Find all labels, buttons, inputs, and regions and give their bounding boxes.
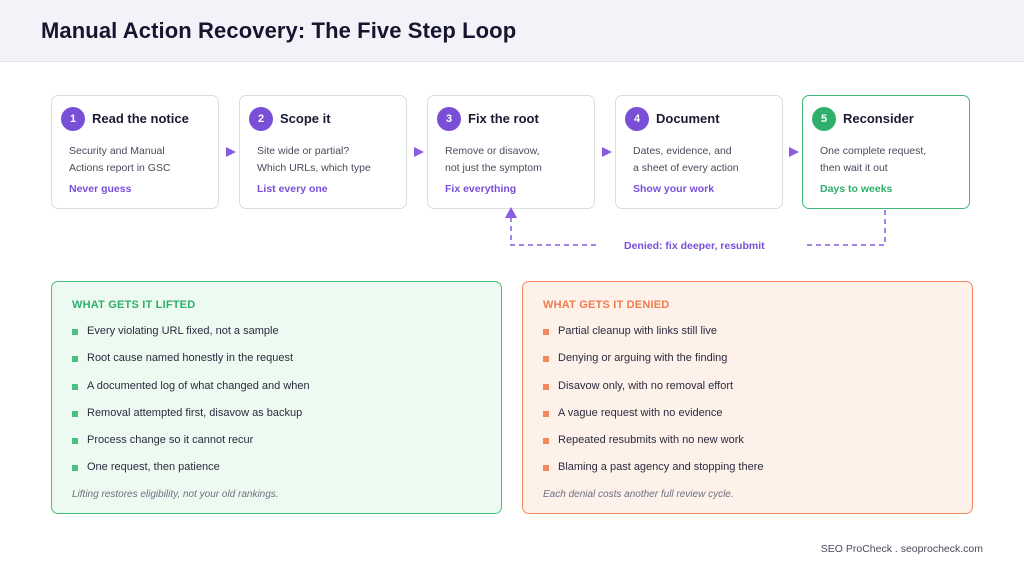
loop-dashed-path-right: [806, 210, 886, 246]
step-description-line: Actions report in GSC: [69, 162, 171, 174]
list-item-text: Every violating URL fixed, not a sample: [87, 325, 279, 337]
list-item-text: Blaming a past agency and stopping there: [558, 461, 764, 474]
list-item-text: Repeated resubmits with no new work: [558, 434, 744, 447]
step-card-reconsider: 5 Reconsider One complete request, then …: [802, 95, 970, 209]
square-bullet-icon: [543, 465, 549, 472]
list-item: Blaming a past agency and stopping there: [543, 458, 763, 485]
denied-list: Partial cleanup with links still live De…: [543, 322, 763, 486]
step-tag: Never guess: [69, 183, 132, 195]
loop-label: Denied: fix deeper, resubmit: [624, 240, 765, 252]
square-bullet-icon: [72, 438, 78, 445]
arrow-right-icon: [602, 147, 612, 157]
page-title: Manual Action Recovery: The Five Step Lo…: [41, 18, 517, 43]
step-description-line: then wait it out: [820, 162, 888, 174]
step-number-badge: 1: [61, 107, 85, 131]
lifted-list: Every violating URL fixed, not a sample …: [72, 322, 310, 486]
step-tag: List every one: [257, 183, 328, 195]
step-card-read-notice: 1 Read the notice Security and Manual Ac…: [51, 95, 219, 209]
square-bullet-icon: [72, 329, 78, 335]
step-description: Site wide or partial? Which URLs, which …: [257, 143, 402, 177]
list-item-text: A documented log of what changed and whe…: [87, 379, 310, 392]
list-item-text: Removal attempted first, disavow as back…: [87, 406, 303, 419]
list-item-text: Denying or arguing with the finding: [558, 352, 728, 365]
list-item: Partial cleanup with links still live: [543, 322, 763, 349]
step-description: One complete request, then wait it out: [820, 143, 965, 177]
arrow-right-icon: [226, 147, 236, 157]
list-item: Disavow only, with no removal effort: [543, 377, 763, 404]
step-tag: Show your work: [633, 183, 715, 195]
list-item: Process change so it cannot recur: [72, 431, 310, 458]
list-item: Repeated resubmits with no new work: [543, 431, 763, 458]
arrow-right-icon: [789, 147, 799, 157]
step-number-badge: 5: [812, 107, 836, 131]
list-item-text: Root cause named honestly in the request: [87, 352, 294, 365]
step-description: Security and Manual Actions report in GS…: [69, 143, 214, 177]
square-bullet-icon: [72, 410, 78, 417]
step-description-line: Dates, evidence, and: [633, 145, 732, 157]
lifted-panel: WHAT GETS IT LIFTED Every violating URL …: [51, 281, 502, 514]
square-bullet-icon: [72, 465, 78, 472]
step-description-line: One complete request,: [820, 145, 927, 157]
step-title: Scope it: [280, 111, 331, 126]
step-description-line: Remove or disavow,: [445, 145, 540, 157]
step-number-badge: 2: [249, 107, 273, 131]
panel-footnote: Lifting restores eligibility, not your o…: [72, 489, 279, 500]
step-title: Read the notice: [92, 111, 189, 126]
arrow-right-icon: [414, 147, 424, 157]
square-bullet-icon: [543, 383, 549, 390]
footer-credit: SEO ProCheck . seoprocheck.com: [820, 543, 983, 555]
step-card-scope: 2 Scope it Site wide or partial? Which U…: [239, 95, 407, 209]
step-description-line: Site wide or partial?: [257, 145, 350, 157]
denied-panel: WHAT GETS IT DENIED Partial cleanup with…: [522, 281, 973, 514]
step-tag: Fix everything: [445, 183, 517, 195]
list-item-text: Partial cleanup with links still live: [558, 325, 717, 337]
step-number-badge: 3: [437, 107, 461, 131]
list-item: A documented log of what changed and whe…: [72, 377, 310, 404]
square-bullet-icon: [543, 438, 549, 445]
step-number-badge: 4: [625, 107, 649, 131]
step-card-fix-root: 3 Fix the root Remove or disavow, not ju…: [427, 95, 595, 209]
square-bullet-icon: [72, 383, 78, 390]
panel-heading: WHAT GETS IT LIFTED: [72, 299, 196, 311]
step-description-line: a sheet of every action: [633, 162, 739, 174]
square-bullet-icon: [543, 410, 549, 417]
list-item-text: A vague request with no evidence: [558, 406, 723, 419]
step-tag: Days to weeks: [820, 183, 893, 195]
step-description-line: Which URLs, which type: [257, 162, 371, 174]
list-item-text: One request, then patience: [87, 461, 220, 474]
step-card-document: 4 Document Dates, evidence, and a sheet …: [615, 95, 783, 209]
panel-heading: WHAT GETS IT DENIED: [543, 299, 670, 311]
step-description-line: Security and Manual: [69, 145, 165, 157]
step-description: Dates, evidence, and a sheet of every ac…: [633, 143, 778, 177]
square-bullet-icon: [543, 329, 549, 335]
list-item: A vague request with no evidence: [543, 404, 763, 431]
loop-dashed-path-left: [510, 216, 596, 246]
list-item-text: Disavow only, with no removal effort: [558, 379, 734, 392]
list-item: Root cause named honestly in the request: [72, 349, 310, 376]
list-item: Denying or arguing with the finding: [543, 349, 763, 376]
list-item: Every violating URL fixed, not a sample: [72, 322, 310, 349]
step-title: Reconsider: [843, 111, 914, 126]
panel-footnote: Each denial costs another full review cy…: [543, 489, 734, 500]
header-bar: Manual Action Recovery: The Five Step Lo…: [0, 0, 1024, 62]
list-item-text: Process change so it cannot recur: [87, 434, 254, 447]
step-title: Fix the root: [468, 111, 539, 126]
step-title: Document: [656, 111, 720, 126]
square-bullet-icon: [72, 356, 78, 363]
list-item: One request, then patience: [72, 458, 310, 485]
square-bullet-icon: [543, 356, 549, 363]
step-description: Remove or disavow, not just the symptom: [445, 143, 590, 177]
list-item: Removal attempted first, disavow as back…: [72, 404, 310, 431]
step-description-line: not just the symptom: [445, 162, 542, 174]
